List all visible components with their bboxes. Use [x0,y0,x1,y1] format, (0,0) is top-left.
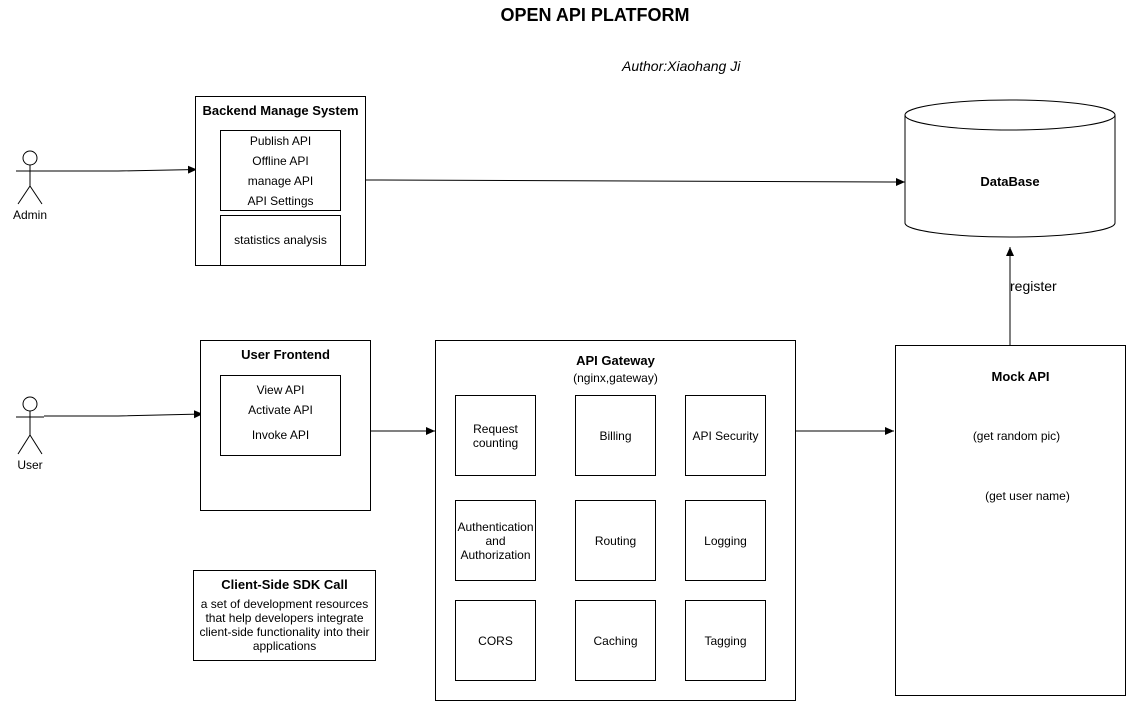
gateway-cell-request-counting: Request counting [455,395,536,476]
frontend-item-view: View API [256,383,305,397]
user-actor-label: User [17,458,43,472]
register-label: register [1010,278,1057,294]
mock-item-random-pic: (get random pic) [972,429,1061,443]
frontend-item-activate: Activate API [248,403,313,417]
backend-item-settings: API Settings [247,194,314,208]
gateway-cell-routing: Routing [575,500,656,581]
backend-item-offline: Offline API [252,154,309,168]
frontend-title: User Frontend [241,347,330,362]
backend-item-publish: Publish API [249,134,312,148]
gateway-cell-logging: Logging [685,500,766,581]
gateway-cell-caching: Caching [575,600,656,681]
sdk-title: Client-Side SDK Call [221,577,348,592]
mock-title: Mock API [991,369,1050,384]
gateway-cell-tagging: Tagging [685,600,766,681]
mock-item-user-name: (get user name) [985,489,1070,503]
user-actor-icon [16,396,44,455]
user-to-frontend-arrow [44,410,204,419]
backend-item-manage: manage API [247,174,314,188]
gateway-subtitle: (nginx,gateway) [573,371,658,385]
backend-to-database-arrow [365,177,906,186]
gateway-cell-billing: Billing [575,395,656,476]
gateway-cell-api-security: API Security [685,395,766,476]
backend-stats-box: statistics analysis [220,215,341,266]
mock-api-box: Mock API (get random pic) (get user name… [895,345,1126,696]
gateway-title: API Gateway [576,353,655,368]
database-cylinder [904,99,1116,238]
client-sdk-box: Client-Side SDK Call a set of developmen… [193,570,376,661]
admin-actor-icon [16,150,44,205]
admin-to-backend-arrow [44,165,198,174]
sdk-description: a set of development resources that help… [199,597,370,653]
backend-title: Backend Manage System [202,103,359,118]
backend-api-list: Publish API Offline API manage API API S… [220,130,341,211]
gateway-cell-authentication: Authentication and Authorization [455,500,536,581]
diagram-title: OPEN API PLATFORM [500,5,690,25]
frontend-item-invoke: Invoke API [251,428,310,442]
database-label: DataBase [980,174,1040,189]
gateway-cell-cors: CORS [455,600,536,681]
frontend-api-list: View API Activate API Invoke API [220,375,341,456]
author-label: Author:Xiaohang Ji [622,58,741,74]
backend-stats-label: statistics analysis [234,233,327,247]
admin-actor-label: Admin [12,208,47,222]
